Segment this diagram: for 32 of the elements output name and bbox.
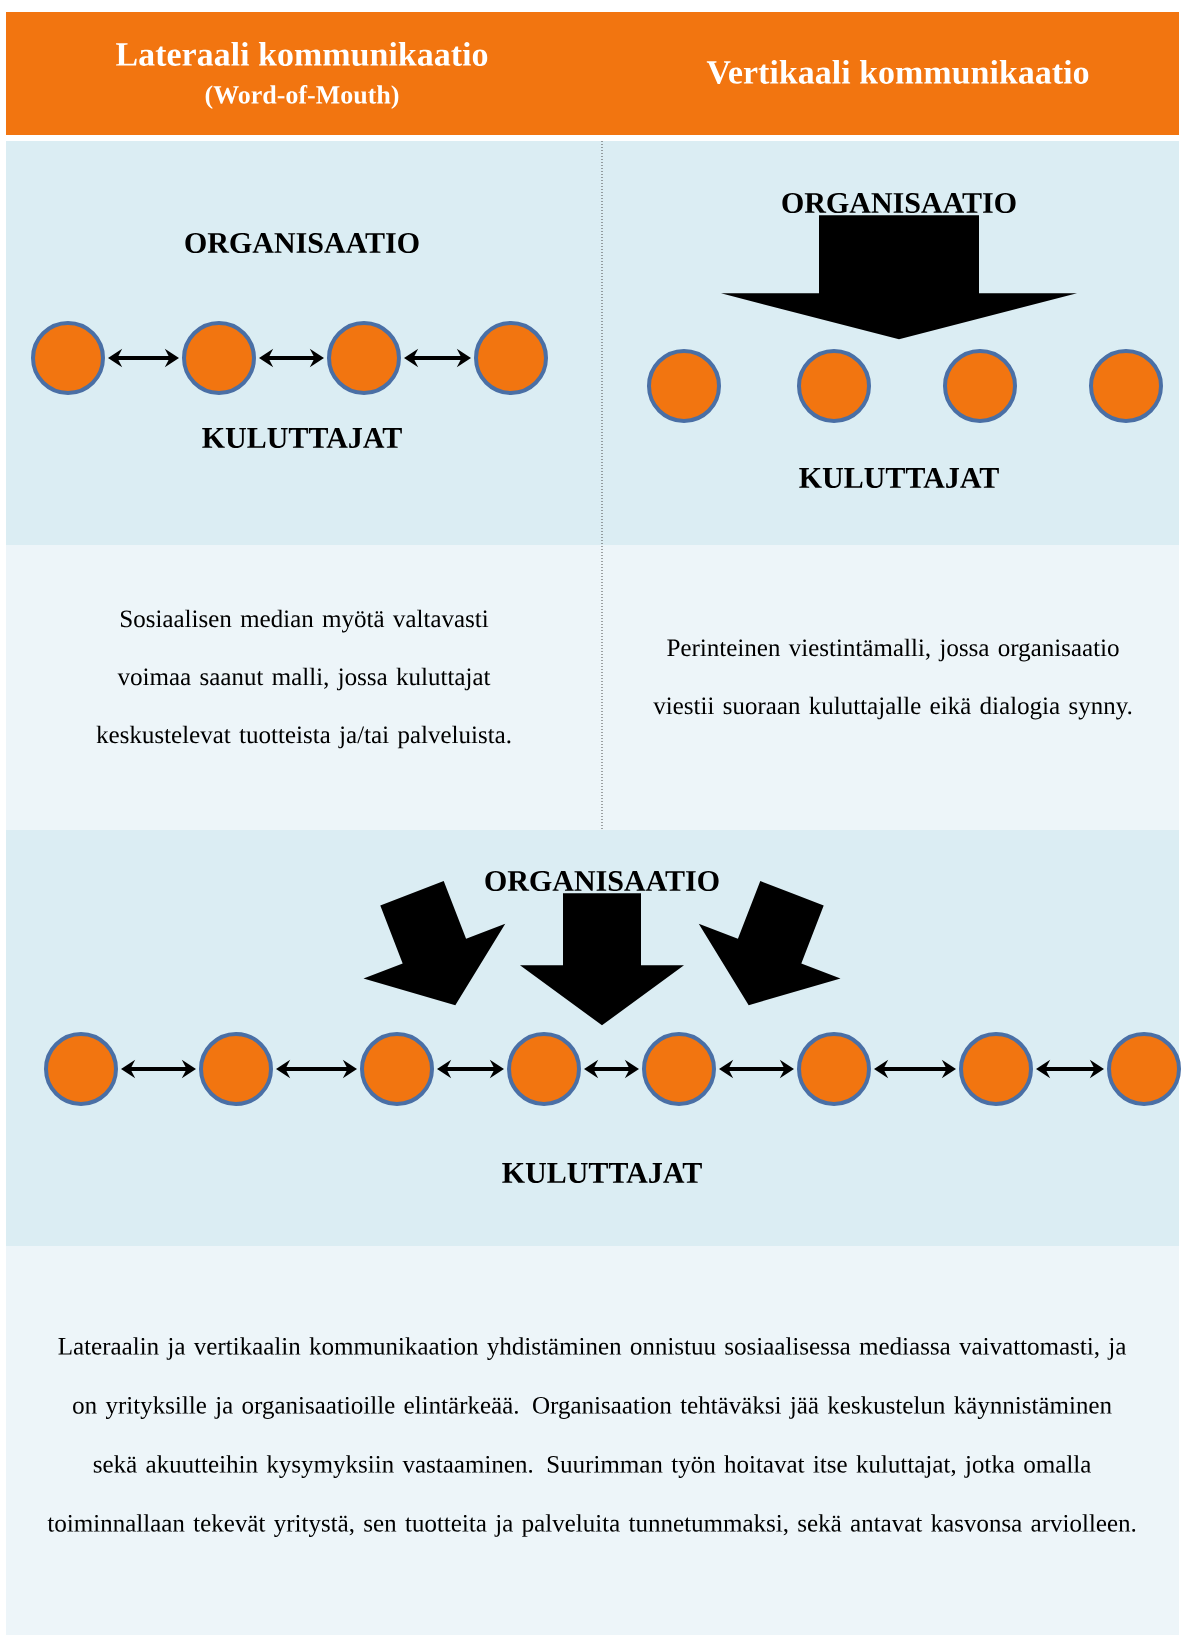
consumer-circle — [797, 1032, 871, 1106]
consumer-circle — [507, 1032, 581, 1106]
consumer-circle — [647, 349, 721, 423]
heading-text: ORGANISAATIO — [485, 870, 719, 892]
heading-text: ORGANISAATIO — [782, 192, 1016, 214]
consumer-circle — [327, 321, 401, 395]
consumer-circle — [360, 1032, 434, 1106]
paragraph: Sosiaalisen median myötä valtavasti voimaa saanut malli, jossa kuluttajat keskustelevat tuotteista ja/tai palveluista. — [96, 609, 511, 749]
block-arrow — [698, 881, 841, 1006]
header-text: (Word-of-Mouth) — [205, 85, 399, 109]
consumer-circle — [182, 321, 256, 395]
header-text: Lateraali kommunikaatio — [116, 42, 488, 66]
paragraph: Perinteinen viestintämalli, jossa organisaatio viestii suoraan kuluttajalle eikä dialogia synny. — [653, 638, 1132, 720]
paragraph: Lateraalin ja vertikaalin kommunikaation yhdistäminen onnistuu sosiaalisessa mediassa vaivattomasti, ja on yrityksille ja organisaatioille elintärkeää. Organisaation tehtäväksi jää keskustelun käynnistäminen sekä akuutteihin kysymyksiin vastaaminen. Suurimman työn hoitavat itse kuluttajat, jotka omalla toiminnallaan tekevät yritystä, sen tuotteita ja palveluita tunnetummaksi, sekä antavat kasvonsa arviolleen. — [47, 1337, 1136, 1537]
consumer-circle — [1107, 1032, 1181, 1106]
consumer-circle — [44, 1032, 118, 1106]
consumer-circle — [642, 1032, 716, 1106]
consumer-circle — [31, 321, 105, 395]
header-text: Vertikaali kommunikaatio — [706, 59, 1089, 85]
consumer-circle — [797, 349, 871, 423]
heading-text: KULUTTAJAT — [502, 1162, 702, 1184]
block-arrow — [721, 215, 1077, 340]
block-arrow — [363, 881, 506, 1006]
heading-text: ORGANISAATIO — [185, 232, 419, 254]
heading-text: KULUTTAJAT — [202, 427, 402, 449]
heading-text: KULUTTAJAT — [799, 467, 999, 489]
consumer-circle — [943, 349, 1017, 423]
consumer-circle — [1089, 349, 1163, 423]
consumer-circle — [199, 1032, 273, 1106]
consumer-circle — [959, 1032, 1033, 1106]
block-arrow — [520, 893, 684, 1026]
consumer-circle — [474, 321, 548, 395]
